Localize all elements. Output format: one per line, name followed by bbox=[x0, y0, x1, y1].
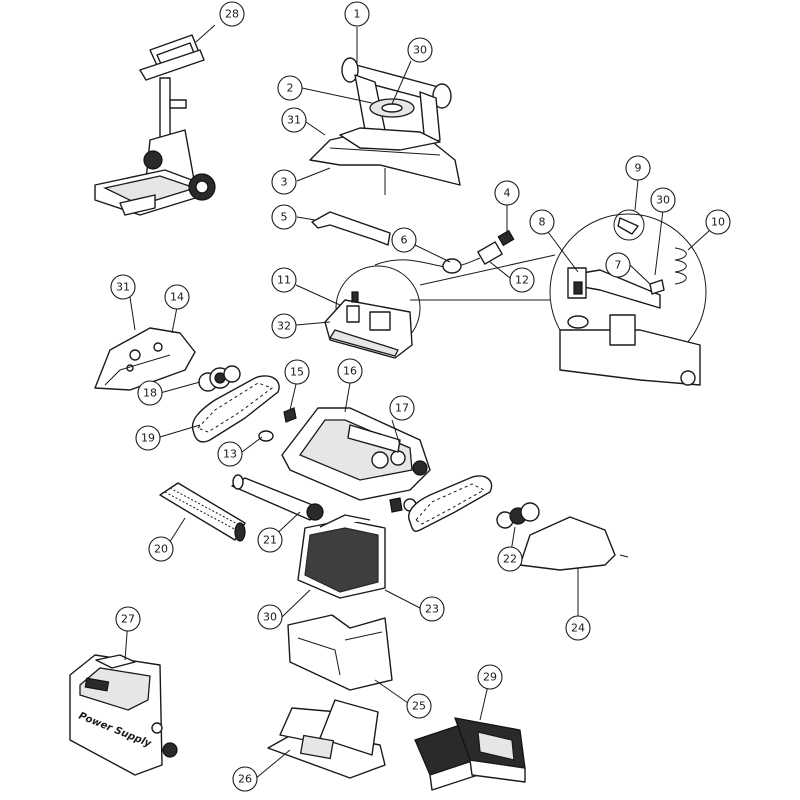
callout-26: 26 bbox=[232, 766, 258, 792]
callout-2: 2 bbox=[277, 75, 303, 101]
part-filter-tray bbox=[267, 699, 386, 779]
callout-4: 4 bbox=[494, 180, 520, 206]
callout-3: 3 bbox=[271, 169, 297, 195]
part-filter-basket bbox=[297, 514, 386, 599]
part-left-side-plate bbox=[94, 327, 196, 391]
callout-30-zoom: 30 bbox=[650, 187, 676, 213]
callout-16: 16 bbox=[337, 358, 363, 384]
svg-text:30: 30 bbox=[263, 611, 277, 624]
part-detail-zoom bbox=[410, 209, 707, 386]
callout-22: 22 bbox=[497, 546, 523, 572]
svg-text:31: 31 bbox=[287, 114, 301, 127]
callouts: 1 2 3 4 5 6 7 8 9 10 11 12 13 14 15 16 1… bbox=[110, 1, 731, 792]
part-top-cover bbox=[309, 127, 461, 195]
callout-5: 5 bbox=[271, 204, 297, 230]
svg-text:14: 14 bbox=[170, 291, 184, 304]
svg-text:6: 6 bbox=[401, 234, 408, 247]
part-cable-swivel bbox=[374, 229, 515, 274]
svg-text:16: 16 bbox=[343, 365, 357, 378]
part-right-track bbox=[389, 475, 493, 532]
callout-30-top: 30 bbox=[407, 37, 433, 63]
svg-text:22: 22 bbox=[503, 553, 517, 566]
callout-29: 29 bbox=[477, 664, 503, 690]
callout-19: 19 bbox=[135, 425, 161, 451]
callout-25: 25 bbox=[406, 693, 432, 719]
svg-text:7: 7 bbox=[615, 259, 622, 272]
svg-text:8: 8 bbox=[539, 216, 546, 229]
part-right-wheel bbox=[496, 502, 540, 529]
callout-6: 6 bbox=[391, 227, 417, 253]
callout-27: 27 bbox=[115, 606, 141, 632]
callout-9: 9 bbox=[625, 155, 651, 181]
svg-text:28: 28 bbox=[225, 8, 239, 21]
part-strip bbox=[311, 211, 391, 246]
svg-text:20: 20 bbox=[154, 543, 168, 556]
svg-text:5: 5 bbox=[281, 211, 288, 224]
part-brush bbox=[159, 482, 246, 542]
part-filter-bag bbox=[287, 614, 393, 691]
svg-text:23: 23 bbox=[425, 603, 439, 616]
svg-text:32: 32 bbox=[277, 320, 291, 333]
svg-text:18: 18 bbox=[143, 387, 157, 400]
callout-8: 8 bbox=[529, 209, 555, 235]
part-power-supply: Power Supply bbox=[69, 654, 178, 776]
callout-10: 10 bbox=[705, 209, 731, 235]
svg-text:13: 13 bbox=[223, 448, 237, 461]
callout-23: 23 bbox=[419, 596, 445, 622]
svg-text:10: 10 bbox=[711, 216, 725, 229]
svg-text:2: 2 bbox=[287, 82, 294, 95]
callout-12: 12 bbox=[509, 267, 535, 293]
callout-11: 11 bbox=[271, 267, 297, 293]
part-roller-tube bbox=[231, 474, 324, 521]
part-caddy-cart bbox=[94, 34, 216, 216]
leader-lines bbox=[124, 24, 711, 780]
svg-text:26: 26 bbox=[238, 773, 252, 786]
svg-text:31: 31 bbox=[116, 281, 130, 294]
callout-24: 24 bbox=[565, 615, 591, 641]
callout-1: 1 bbox=[344, 1, 370, 27]
part-washer-13 bbox=[258, 430, 274, 442]
part-screw-24 bbox=[619, 554, 629, 558]
part-left-wheel bbox=[198, 365, 241, 392]
svg-text:1: 1 bbox=[354, 8, 361, 21]
svg-text:17: 17 bbox=[395, 402, 409, 415]
callout-15: 15 bbox=[284, 359, 310, 385]
part-right-side-plate bbox=[519, 516, 616, 571]
part-chassis bbox=[281, 407, 431, 512]
svg-text:29: 29 bbox=[483, 671, 497, 684]
svg-text:9: 9 bbox=[635, 162, 642, 175]
svg-text:3: 3 bbox=[281, 176, 288, 189]
part-cartridge-filters bbox=[414, 717, 526, 791]
part-clip-15 bbox=[283, 407, 297, 423]
svg-text:27: 27 bbox=[121, 613, 135, 626]
callout-28: 28 bbox=[219, 1, 245, 27]
callout-17: 17 bbox=[389, 395, 415, 421]
callout-13: 13 bbox=[217, 441, 243, 467]
svg-text:21: 21 bbox=[263, 534, 277, 547]
svg-text:4: 4 bbox=[504, 187, 511, 200]
callout-21: 21 bbox=[257, 527, 283, 553]
callout-14: 14 bbox=[164, 284, 190, 310]
part-left-track bbox=[191, 375, 280, 443]
callout-30-basket: 30 bbox=[257, 604, 283, 630]
callout-7: 7 bbox=[605, 252, 631, 278]
svg-text:15: 15 bbox=[290, 366, 304, 379]
callout-31-side: 31 bbox=[110, 274, 136, 300]
svg-text:30: 30 bbox=[656, 194, 670, 207]
callout-32: 32 bbox=[271, 313, 297, 339]
callout-20: 20 bbox=[148, 536, 174, 562]
svg-text:19: 19 bbox=[141, 432, 155, 445]
part-motor-unit bbox=[324, 265, 421, 359]
svg-text:12: 12 bbox=[515, 274, 529, 287]
svg-text:25: 25 bbox=[412, 700, 426, 713]
svg-text:30: 30 bbox=[413, 44, 427, 57]
svg-text:11: 11 bbox=[277, 274, 291, 287]
callout-18: 18 bbox=[137, 380, 163, 406]
callout-31-top: 31 bbox=[281, 107, 307, 133]
svg-text:24: 24 bbox=[571, 622, 585, 635]
